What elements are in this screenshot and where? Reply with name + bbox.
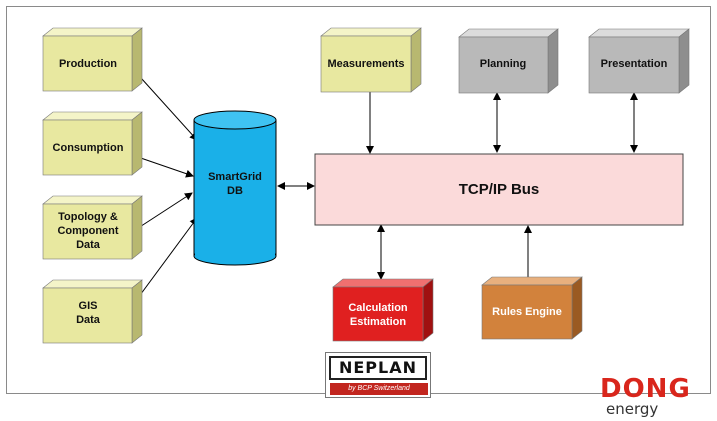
- connectors: [131, 67, 638, 307]
- box-planning: Planning: [458, 28, 559, 94]
- box-calculation-label-2: Estimation: [350, 316, 407, 328]
- box-consumption-label: Consumption: [53, 142, 124, 154]
- database-label-2: DB: [227, 185, 243, 197]
- box-consumption: Consumption: [42, 111, 143, 176]
- box-topology-label-3: Data: [76, 239, 101, 251]
- arrow-gis-to-db: [131, 217, 198, 307]
- dong-logo-subtitle: energy: [606, 400, 659, 418]
- box-gis-label-1: GIS: [79, 300, 98, 312]
- dong-energy-logo: DONG energy: [600, 376, 717, 421]
- box-planning-label: Planning: [480, 58, 526, 70]
- tcp-ip-bus-label: TCP/IP Bus: [459, 181, 540, 198]
- box-production: Production: [42, 27, 143, 92]
- neplan-logo-title: NEPLAN: [329, 356, 427, 380]
- tcp-ip-bus: TCP/IP Bus: [314, 153, 684, 226]
- box-measurements: Measurements: [320, 27, 422, 93]
- box-production-label: Production: [59, 58, 117, 70]
- box-presentation-label: Presentation: [601, 58, 668, 70]
- database-cylinder: SmartGrid DB: [193, 110, 277, 266]
- box-gis: GIS Data: [42, 279, 143, 344]
- box-gis-label-2: Data: [76, 314, 101, 326]
- box-presentation: Presentation: [588, 28, 690, 94]
- box-calculation: Calculation Estimation: [332, 278, 434, 342]
- arrow-production-to-db: [131, 67, 198, 141]
- neplan-logo-subtitle: by BCP Switzerland: [330, 383, 428, 395]
- database-label-1: SmartGrid: [208, 171, 262, 183]
- box-topology: Topology & Component Data: [42, 195, 143, 260]
- box-measurements-label: Measurements: [327, 58, 404, 70]
- dong-logo-title: DONG: [600, 374, 691, 404]
- box-topology-label-2: Component: [57, 225, 118, 237]
- box-rules-engine: Rules Engine: [481, 276, 583, 340]
- box-rules-engine-label: Rules Engine: [492, 306, 562, 318]
- neplan-logo: NEPLAN by BCP Switzerland: [325, 352, 431, 398]
- box-calculation-label-1: Calculation: [348, 302, 408, 314]
- box-topology-label-1: Topology &: [58, 211, 118, 223]
